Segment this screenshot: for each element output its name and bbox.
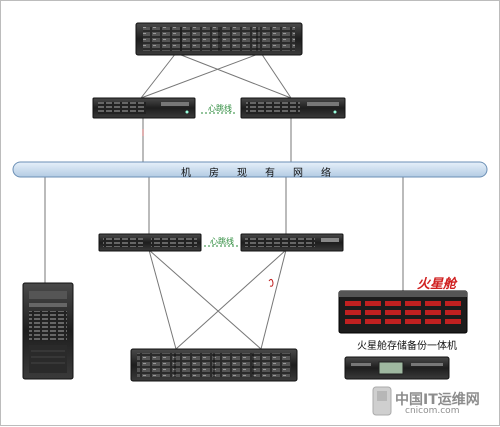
top-san-links — [140, 52, 292, 99]
network-drops — [44, 177, 404, 291]
bottom-storage-array — [130, 348, 298, 382]
heartbeat-label-top: 心跳线 — [208, 104, 232, 113]
middle-right-server — [240, 233, 344, 252]
backup-appliance — [338, 290, 468, 334]
network-label: 机房现有网络 — [181, 168, 349, 179]
tower-server — [22, 282, 74, 380]
top-storage-array — [135, 22, 303, 56]
bottom-san-links — [148, 249, 287, 350]
watermark-logo-icon — [372, 386, 392, 416]
watermark-domain: cnicom.com — [405, 406, 460, 416]
appliance-caption: 火星舱存储备份一体机 — [357, 341, 457, 352]
top-left-server — [92, 97, 196, 119]
network-bar — [12, 161, 488, 178]
brand-logo: 火星舱 — [417, 277, 457, 292]
cable-tag — [268, 278, 274, 287]
top-right-server — [240, 97, 346, 119]
middle-left-server — [98, 233, 202, 252]
watermark-title: 中国IT运维网 — [395, 392, 480, 408]
heartbeat-label-mid: 心跳线 — [210, 237, 234, 246]
top-server-uplinks — [142, 118, 292, 162]
tape-library — [344, 356, 450, 380]
